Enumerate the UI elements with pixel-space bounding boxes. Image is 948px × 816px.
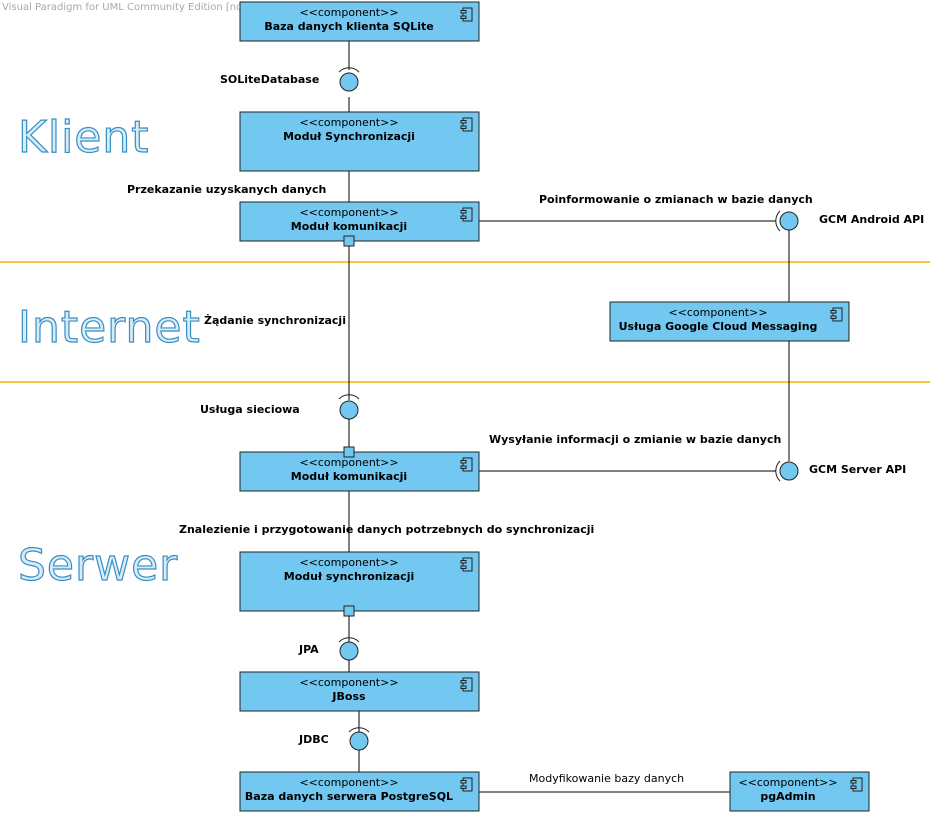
sqlite-interface-ball bbox=[339, 72, 359, 92]
stereotype: <<component>> bbox=[738, 776, 837, 789]
jdbc-ball bbox=[349, 731, 369, 751]
component-name: Usługa Google Cloud Messaging bbox=[619, 320, 818, 333]
interface-label-web-service: Usługa sieciowa bbox=[200, 403, 300, 416]
port bbox=[343, 446, 355, 458]
stereotype: <<component>> bbox=[299, 456, 398, 469]
interface-label-jdbc: JDBC bbox=[298, 733, 329, 746]
port bbox=[343, 605, 355, 617]
component-icon bbox=[460, 117, 473, 132]
zone-title-internet: Internet bbox=[18, 302, 201, 353]
component-icon bbox=[460, 457, 473, 472]
component-comm-server[interactable]: <<component>> Moduł komunikacji bbox=[239, 446, 480, 492]
zone-title-client: Klient bbox=[18, 112, 150, 163]
port bbox=[343, 235, 355, 247]
component-name: Baza danych serwera PostgreSQL bbox=[245, 790, 453, 803]
component-icon bbox=[460, 557, 473, 572]
component-comm-client[interactable]: <<component>> Moduł komunikacji bbox=[239, 201, 480, 247]
component-jboss[interactable]: <<component>> JBoss bbox=[239, 671, 480, 712]
component-name: JBoss bbox=[331, 690, 366, 703]
connector-label-sync-request: Żądanie synchronizacji bbox=[204, 313, 346, 327]
sqlite-socket bbox=[338, 67, 360, 73]
connector-label-modify-db: Modyfikowanie bazy danych bbox=[529, 772, 684, 785]
gcm-server-ball bbox=[779, 461, 799, 481]
gcm-android-socket bbox=[775, 210, 781, 232]
component-sync-server[interactable]: <<component>> Moduł synchronizacji bbox=[239, 551, 480, 617]
stereotype: <<component>> bbox=[668, 306, 767, 319]
component-name: Moduł Synchronizacji bbox=[283, 130, 415, 143]
component-icon bbox=[460, 207, 473, 222]
stereotype: <<component>> bbox=[299, 116, 398, 129]
component-name: Moduł komunikacji bbox=[291, 220, 407, 233]
gcm-server-socket bbox=[775, 460, 781, 482]
component-name: Moduł synchronizacji bbox=[284, 570, 415, 583]
jdbc-socket bbox=[348, 727, 370, 733]
connector-label-find-prepare: Znalezienie i przygotowanie danych potrz… bbox=[179, 523, 594, 536]
jpa-socket bbox=[338, 637, 360, 643]
component-icon bbox=[460, 677, 473, 692]
component-name: Baza danych klienta SQLite bbox=[264, 20, 433, 33]
component-name: Moduł komunikacji bbox=[291, 470, 407, 483]
component-gcm-service[interactable]: <<component>> Usługa Google Cloud Messag… bbox=[609, 301, 850, 342]
stereotype: <<component>> bbox=[299, 206, 398, 219]
watermark: Visual Paradigm for UML Community Editio… bbox=[2, 2, 349, 13]
component-sqlite[interactable]: <<component>> Baza danych klienta SQLite bbox=[239, 1, 480, 42]
zone-title-server: Serwer bbox=[18, 540, 178, 591]
web-service-socket bbox=[338, 394, 360, 400]
connector-label-send-info: Wysyłanie informacji o zmianie w bazie d… bbox=[489, 433, 781, 446]
interface-label-jpa: JPA bbox=[298, 643, 319, 656]
stereotype: <<component>> bbox=[299, 556, 398, 569]
stereotype: <<component>> bbox=[299, 6, 398, 19]
component-icon bbox=[460, 7, 473, 22]
gcm-android-ball bbox=[779, 211, 799, 231]
component-pgadmin[interactable]: <<component>> pgAdmin bbox=[729, 771, 870, 812]
connector-label-transfer: Przekazanie uzyskanych danych bbox=[127, 183, 326, 196]
component-sync-client[interactable]: <<component>> Moduł Synchronizacji bbox=[239, 111, 480, 172]
connector-label-notify: Poinformowanie o zmianach w bazie danych bbox=[539, 193, 813, 206]
component-icon bbox=[850, 777, 863, 792]
web-service-ball bbox=[339, 400, 359, 420]
stereotype: <<component>> bbox=[299, 676, 398, 689]
interface-label-gcm-server: GCM Server API bbox=[809, 463, 906, 476]
interface-label-sqlite-db: SOLiteDatabase bbox=[220, 73, 319, 86]
component-name: pgAdmin bbox=[760, 790, 815, 803]
component-postgres[interactable]: <<component>> Baza danych serwera Postgr… bbox=[239, 771, 480, 812]
jpa-ball bbox=[339, 641, 359, 661]
interface-label-gcm-android: GCM Android API bbox=[819, 213, 924, 226]
stereotype: <<component>> bbox=[299, 776, 398, 789]
component-icon bbox=[460, 777, 473, 792]
component-icon bbox=[830, 307, 843, 322]
